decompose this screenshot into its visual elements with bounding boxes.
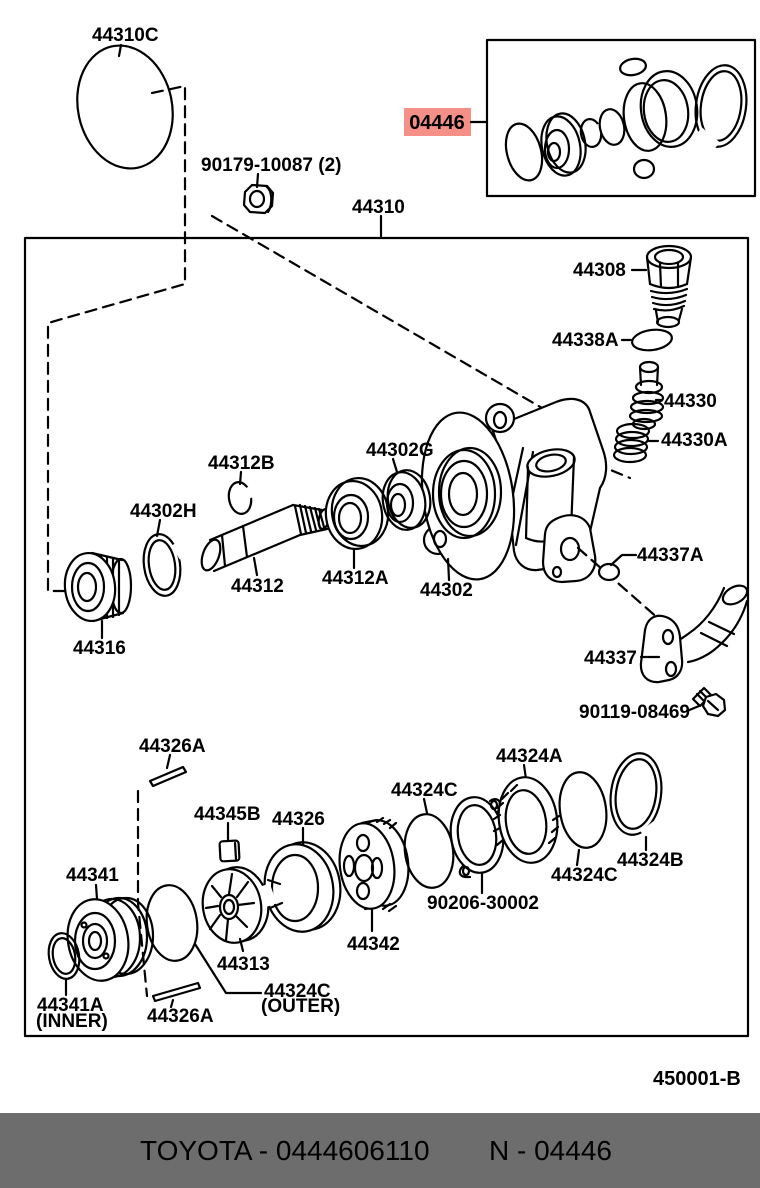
part-44337a-oring: 44337A [576,545,704,629]
part-44326a-pin-top: 44326A [136,736,206,998]
part-44341-pulley: 44341 [66,865,155,982]
label-44345b: 44345B [194,804,261,825]
label-44310c: 44310C [92,25,159,46]
label-44302h: 44302H [130,501,197,522]
part-44324c-mid: 44324C [551,771,618,886]
label-90206: 90206-30002 [427,893,539,914]
part-44302g-seal: 44302G [366,440,434,531]
part-44337-elbow: 44337 [584,584,749,684]
label-04446[interactable]: 04446 [409,112,465,134]
label-44324b: 44324B [617,850,684,871]
label-44326: 44326 [272,809,325,830]
label-44312: 44312 [231,576,284,597]
part-44330-valve: 44330 [628,360,717,431]
label-44312b: 44312B [208,453,275,474]
label-44341: 44341 [66,865,119,886]
label-44310: 44310 [352,197,405,218]
footer-brand-code: TOYOTA - 0444606110 [140,1135,430,1166]
part-44324b-snap-ring: 44324B [609,752,684,871]
part-44324c-outer: 44324C (OUTER) [145,884,340,1017]
part-90206-spacer: 90206-30002 [427,796,539,914]
part-44326a-pin-bottom: 44326A [147,981,214,1027]
label-44326a-bottom: 44326A [147,1006,214,1027]
label-44324c-outer: 44324C [264,981,331,1002]
label-44324a: 44324A [496,746,563,767]
part-44312a-bearing: 44312A [322,477,390,589]
label-44330: 44330 [664,391,717,412]
part-44312-shaft: 44312 [200,503,331,597]
highlight-box[interactable] [404,108,471,136]
label-44324c-left: 44324C [391,780,458,801]
part-44342-cam-ring: 44342 [338,816,410,955]
part-44302-pump-body: 44302 [420,397,608,601]
part-44308-valve: 44308 [573,244,693,329]
label-44302: 44302 [420,580,473,601]
label-90179: 90179-10087 (2) [201,155,342,176]
part-44316-coupling: 44316 [63,551,133,659]
seal-kit-inset [485,38,757,198]
label-44302g: 44302G [366,440,434,461]
label-44326a-top: 44326A [139,736,206,757]
label-44324c-mid: 44324C [551,865,618,886]
part-44338a-gasket: 44338A [552,328,673,352]
part-44341a-oring: 44341A (INNER) [36,932,108,1032]
label-44342: 44342 [347,934,400,955]
label-44316: 44316 [73,638,126,659]
label-90119: 90119-08469 [579,702,690,723]
part-44313-rotor: 44313 [201,866,270,975]
label-44337a: 44337A [637,545,704,566]
label-44324c-outer-note: (OUTER) [261,996,340,1017]
footer-background [0,1113,760,1188]
part-44324a-ring: 44324A [492,746,563,864]
label-44308: 44308 [573,260,626,281]
part-90119-bolt: 90119-08469 [579,686,727,723]
label-44341a: 44341A [37,995,104,1016]
footer-bar: TOYOTA - 0444606110 N - 04446 [0,1113,760,1188]
label-44313: 44313 [217,954,270,975]
part-44302h-ring: 44302H [130,501,197,597]
part-44326-side-plate: 44326 [260,809,342,933]
part-44310c-oring: 44310C [46,25,187,593]
label-44341a-note: (INNER) [36,1011,108,1032]
figure-ref-code: 450001-B [653,1068,741,1090]
label-44337: 44337 [584,648,637,669]
main-assembly-frame [23,236,750,1038]
label-44312a: 44312A [322,568,389,589]
label-44330a: 44330A [661,430,728,451]
part-44345b-key: 44345B [194,804,261,863]
highlighted-part-number[interactable]: 04446 [404,108,489,136]
callout-44310: 44310 [352,197,405,238]
part-90179-nut: 90179-10087 (2) [201,155,544,410]
part-44312b-snap-ring: 44312B [208,453,275,515]
label-44338a: 44338A [552,330,619,351]
footer-part-code: N - 04446 [489,1135,612,1166]
